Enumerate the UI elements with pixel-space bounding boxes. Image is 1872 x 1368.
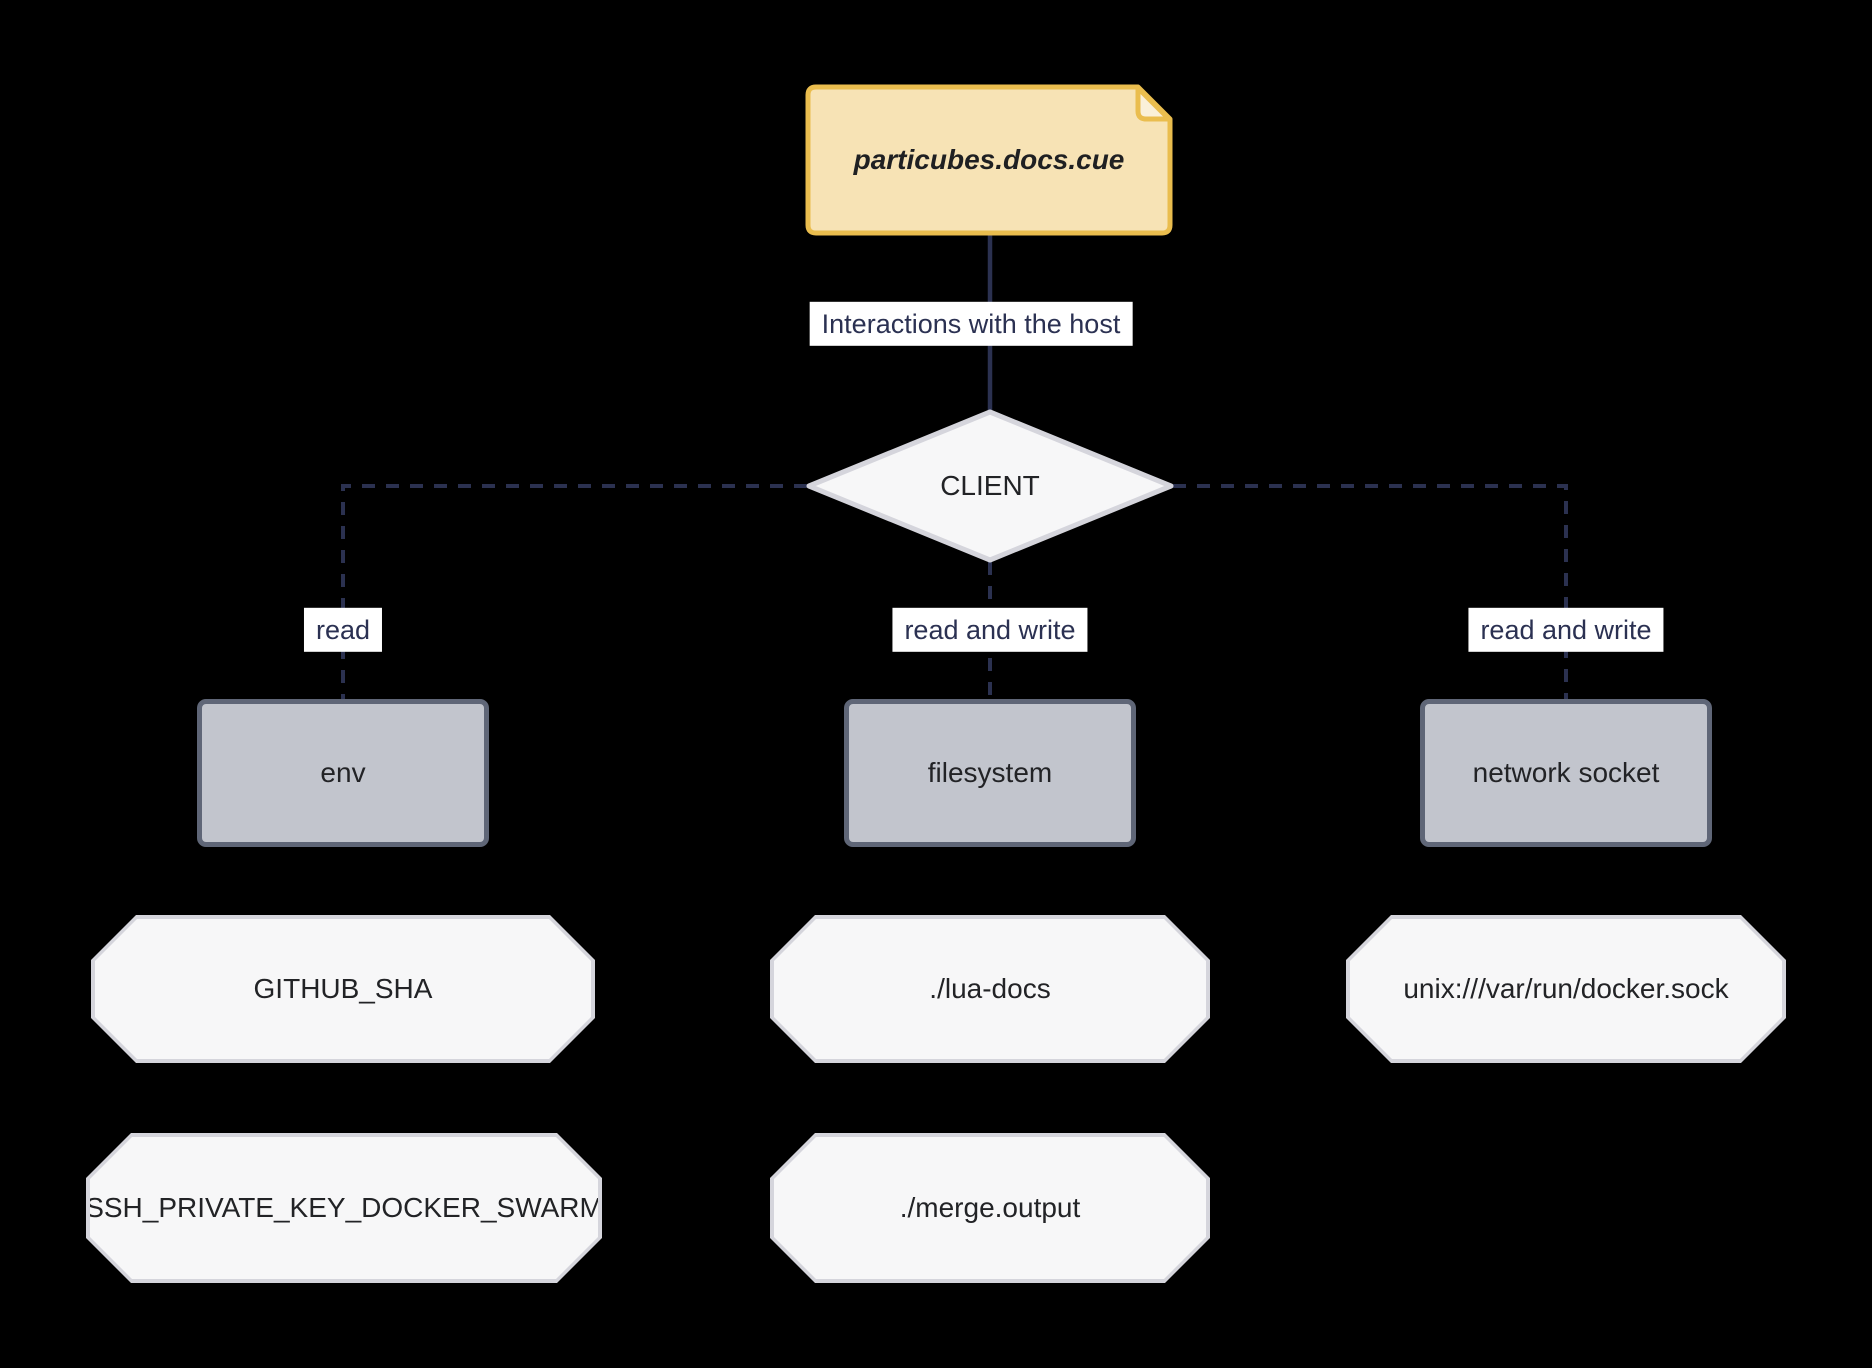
note-shape (805, 84, 1173, 236)
edge-label-read-write-filesystem: read and write (892, 607, 1088, 653)
host-box-filesystem-label: filesystem (927, 757, 1053, 788)
note-fold-icon (1135, 85, 1172, 122)
host-box-filesystem: filesystem (844, 699, 1136, 847)
edge-label-interactions: Interactions with the host (809, 301, 1133, 347)
value-node-merge-output-label: ./merge.output (774, 1137, 1206, 1279)
note-title: particubes.docs.cue (853, 144, 1125, 176)
value-node-merge-output: ./merge.output (770, 1133, 1210, 1283)
value-node-lua-docs: ./lua-docs (770, 915, 1210, 1063)
host-box-env: env (197, 699, 489, 847)
edge-client-to-env (341, 484, 807, 701)
edge-label-read: read (303, 607, 383, 653)
host-box-network-socket: network socket (1420, 699, 1712, 847)
edge-client-to-network-socket (1173, 484, 1568, 701)
value-node-ssh-private-key-label: SSH_PRIVATE_KEY_DOCKER_SWARM (90, 1137, 598, 1279)
value-node-lua-docs-label: ./lua-docs (774, 919, 1206, 1059)
client-diamond-shape (806, 409, 1174, 563)
value-node-ssh-private-key: SSH_PRIVATE_KEY_DOCKER_SWARM (86, 1133, 602, 1283)
value-node-github-sha: GITHUB_SHA (91, 915, 595, 1063)
value-node-github-sha-label: GITHUB_SHA (95, 919, 591, 1059)
edge-label-read-write-network: read and write (1468, 607, 1664, 653)
host-box-network-socket-label: network socket (1472, 757, 1660, 788)
host-box-env-label: env (320, 757, 366, 788)
client-node-label: CLIENT (940, 470, 1040, 502)
value-node-docker-sock-label: unix:///var/run/docker.sock (1350, 919, 1782, 1059)
value-node-docker-sock: unix:///var/run/docker.sock (1346, 915, 1786, 1063)
